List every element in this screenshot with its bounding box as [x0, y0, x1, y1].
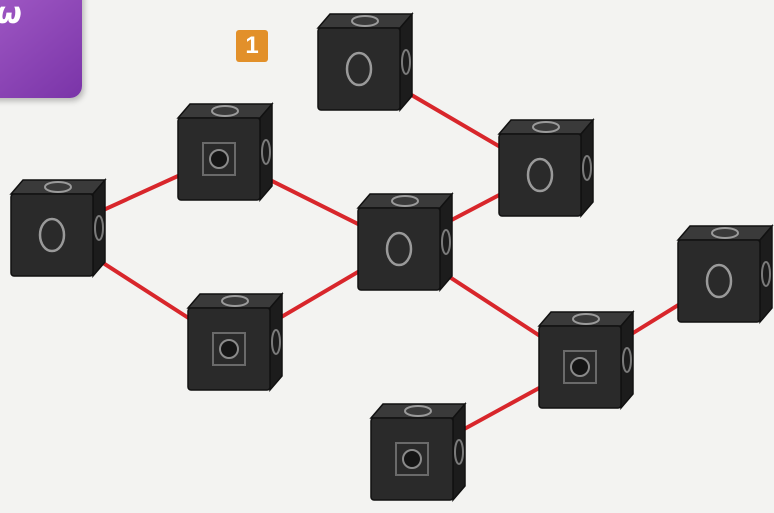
cube-g — [537, 309, 635, 411]
cube-top-hole — [404, 405, 432, 417]
cube-front-hole — [345, 51, 373, 87]
cube-socket-center — [209, 149, 229, 169]
cube-front-hole — [38, 217, 66, 253]
step-number: 1 — [245, 32, 259, 59]
cube-side-hole — [261, 139, 271, 165]
cube-socket-center — [219, 339, 239, 359]
cube-top-hole — [532, 121, 560, 133]
cube-h — [676, 223, 774, 325]
cube-top-hole — [711, 227, 739, 239]
cube-f — [356, 191, 454, 293]
cube-socket — [395, 442, 429, 476]
cube-side-hole — [441, 229, 451, 255]
corner-tab: ω — [0, 0, 82, 98]
cube-c — [316, 11, 414, 113]
cube-top-hole — [391, 195, 419, 207]
cube-side-hole — [454, 439, 464, 465]
cube-e — [186, 291, 284, 393]
cube-side-hole — [761, 261, 771, 287]
cube-side-hole — [271, 329, 281, 355]
cube-i — [369, 401, 467, 503]
cube-socket-center — [570, 357, 590, 377]
cube-front-face — [10, 193, 94, 277]
cube-side-hole — [582, 155, 592, 181]
cube-d — [497, 117, 595, 219]
cube-side-hole — [401, 49, 411, 75]
cube-a — [9, 177, 107, 279]
cube-top-hole — [572, 313, 600, 325]
cube-top-hole — [211, 105, 239, 117]
cube-front-face — [357, 207, 441, 291]
cube-top-hole — [351, 15, 379, 27]
cube-side-hole — [94, 215, 104, 241]
cube-top-hole — [221, 295, 249, 307]
cube-top-hole — [44, 181, 72, 193]
step-badge: 1 — [236, 30, 268, 62]
cube-front-face — [317, 27, 401, 111]
cube-socket — [202, 142, 236, 176]
cube-front-hole — [526, 157, 554, 193]
cube-front-hole — [385, 231, 413, 267]
cube-group — [9, 11, 774, 503]
cube-front-face — [677, 239, 761, 323]
cube-b — [176, 101, 274, 203]
cube-socket-center — [402, 449, 422, 469]
cube-socket — [563, 350, 597, 384]
cube-socket — [212, 332, 246, 366]
cube-front-face — [498, 133, 582, 217]
cube-side-hole — [622, 347, 632, 373]
cube-front-hole — [705, 263, 733, 299]
